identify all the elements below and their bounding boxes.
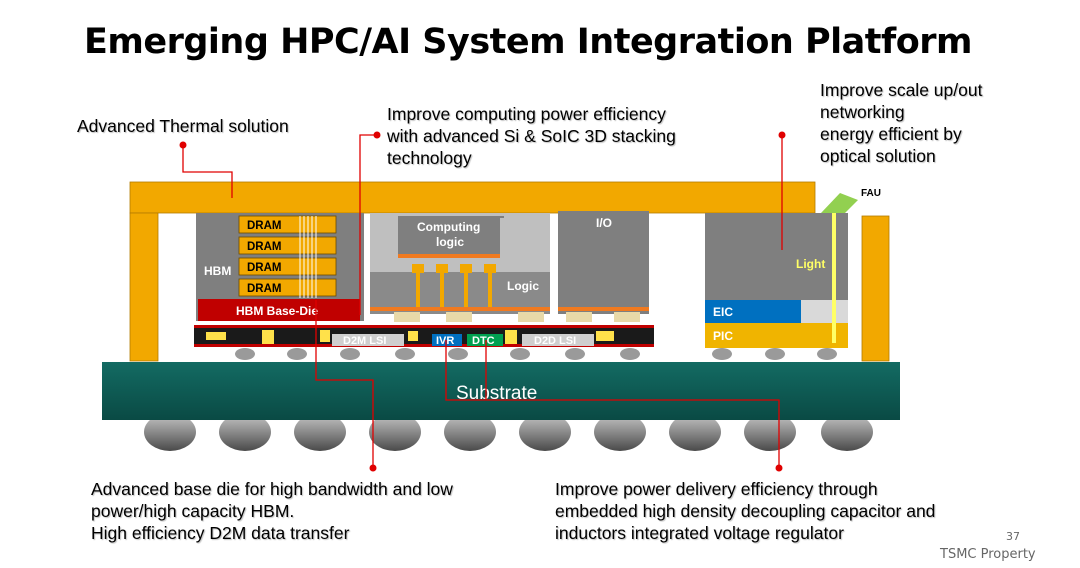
pic-block — [705, 323, 848, 348]
dram-label: DRAM — [247, 262, 282, 274]
annotation-power: Improve power delivery efficiency throug… — [555, 479, 936, 543]
bga-ball — [219, 413, 271, 451]
substrate — [102, 362, 900, 420]
callout-basedie-line — [315, 300, 374, 468]
callout-dot — [775, 464, 783, 472]
bga-ball — [519, 413, 571, 451]
lid-top — [129, 181, 816, 214]
dtc-label: DTC — [472, 335, 495, 347]
optical-engine: EIC PIC Light FAU — [705, 188, 881, 348]
compute-die: Computing logic Logic — [370, 213, 550, 322]
annotation-base-die: Advanced base die for high bandwidth and… — [91, 479, 453, 543]
fau-connector — [821, 193, 858, 213]
annotation-computing: Improve computing power efficiency with … — [387, 104, 676, 168]
computing-logic-die — [398, 216, 504, 254]
annotation-network: Improve scale up/out networking energy e… — [820, 80, 983, 166]
substrate-label: Substrate — [456, 383, 537, 404]
bga-ball — [369, 413, 421, 451]
lid-right-leg — [861, 215, 890, 362]
page-number: 37 — [1006, 530, 1020, 543]
d2d-lsi-label: D2D LSI — [534, 335, 576, 347]
callout-lines — [182, 134, 783, 468]
annotation-thermal: Advanced Thermal solution — [77, 116, 289, 136]
d2m-lsi-label: D2M LSI — [343, 335, 386, 347]
bga-ball — [594, 413, 646, 451]
io-label: I/O — [596, 216, 612, 230]
light-path — [832, 213, 836, 343]
slide-title: Emerging HPC/AI System Integration Platf… — [84, 22, 973, 62]
thermal-lid — [129, 181, 890, 362]
callout-dot — [778, 131, 786, 139]
bga-ball — [669, 413, 721, 451]
hbm-base-die-label: HBM Base-Die — [236, 304, 318, 318]
callout-dot — [369, 464, 377, 472]
lid-left-leg — [129, 212, 159, 362]
footer-property: TSMC Property — [940, 547, 1036, 562]
callout-dot — [373, 131, 381, 139]
hbm-base-die — [198, 299, 360, 321]
micro-bumps — [235, 348, 837, 360]
dram-label: DRAM — [247, 220, 282, 232]
computing-logic-label-2: logic — [436, 235, 464, 249]
callout-power-line — [445, 340, 780, 468]
d2m-lsi-block — [332, 334, 404, 346]
ivr-label: IVR — [436, 335, 454, 347]
logic-label: Logic — [507, 279, 539, 293]
callout-computing-line — [359, 134, 377, 315]
pic-label: PIC — [713, 329, 733, 343]
interposer: D2M LSI IVR DTC D2D LSI — [194, 325, 654, 347]
d2d-lsi-block — [522, 334, 594, 346]
callout-dot — [179, 141, 187, 149]
bga-ball — [821, 413, 873, 451]
ivr-block — [432, 334, 462, 346]
computing-logic-label-1: Computing — [417, 220, 480, 234]
hbm-stack: HBM DRAM DRAM DRAM DRAM HBM Base-Die — [196, 213, 364, 321]
bga-ball — [294, 413, 346, 451]
io-die: I/O — [558, 211, 649, 322]
hbm-label: HBM — [204, 264, 231, 278]
fau-label: FAU — [861, 188, 881, 199]
dram-label: DRAM — [247, 241, 282, 253]
callout-dots — [179, 131, 786, 472]
dtc-block — [467, 334, 503, 346]
dram-label: DRAM — [247, 283, 282, 295]
eic-block — [705, 300, 801, 323]
bga-ball — [444, 413, 496, 451]
eic-label: EIC — [713, 305, 733, 319]
bga-ball — [744, 413, 796, 451]
bga-balls — [144, 413, 873, 451]
bga-ball — [144, 413, 196, 451]
callout-thermal-line — [182, 145, 233, 198]
light-label: Light — [796, 257, 825, 271]
